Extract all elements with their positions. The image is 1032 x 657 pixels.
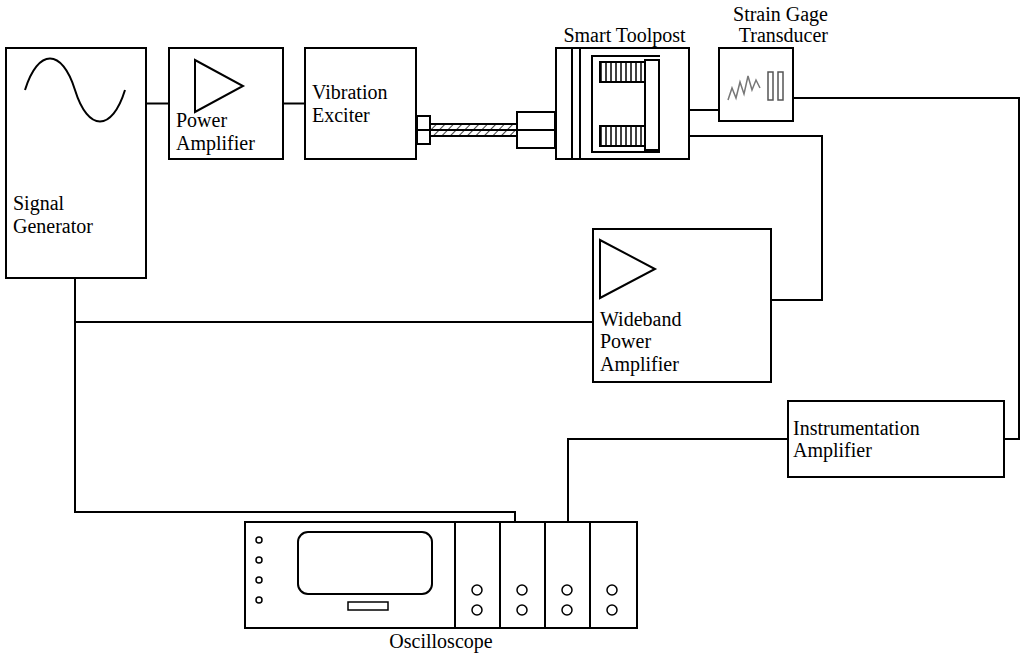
- amplifier-box: Instrumentation Amplifier: [787, 400, 1005, 478]
- knob: [256, 557, 262, 563]
- node-label: Vibration Exciter: [312, 81, 411, 126]
- signal-wire: [284, 103, 304, 105]
- module-knobs: [472, 585, 617, 615]
- amplifier-symbol: [195, 60, 243, 112]
- amplifier-symbol: [600, 240, 655, 298]
- oscilloscope: Oscilloscope: [245, 522, 637, 628]
- node-heading: Strain Gage Transducer: [710, 4, 828, 46]
- amplifier-box: Power Amplifier: [168, 47, 284, 160]
- signal-wire: [75, 279, 515, 522]
- node-heading: Smart Toolpost: [547, 25, 702, 46]
- tool-holder: [645, 60, 659, 150]
- module-divider: [589, 522, 591, 628]
- signal-wire: [147, 103, 168, 105]
- toolpost-bracket: [592, 56, 660, 152]
- signal-wire: [568, 439, 787, 522]
- piezo-stack: [600, 62, 645, 82]
- toolpost-plate: [579, 47, 581, 160]
- knob: [256, 537, 262, 543]
- module-divider: [499, 522, 501, 628]
- signal-wire: [75, 279, 592, 322]
- toolpost-box: Smart Toolpost: [555, 47, 690, 160]
- module-divider: [454, 522, 456, 628]
- strain-gage-symbol: [768, 72, 773, 100]
- knob: [256, 597, 262, 603]
- node-heading: Oscilloscope: [245, 631, 637, 652]
- generator-box: Signal Generator: [5, 47, 147, 279]
- knob: [256, 577, 262, 583]
- oscilloscope-body: [245, 522, 637, 628]
- amplifier-box: Wideband Power Amplifier: [592, 228, 772, 383]
- transducer-box: Strain Gage Transducer: [718, 47, 794, 122]
- strain-gage-symbol: [778, 72, 783, 100]
- signal-wire: [690, 109, 718, 111]
- signal-wire: [690, 136, 822, 300]
- toolpost-plate: [571, 47, 573, 160]
- node-label: Instrumentation Amplifier: [793, 417, 943, 462]
- strain-gage-symbol: [728, 76, 760, 100]
- piezo-stack: [600, 126, 645, 146]
- signal-wire: [794, 98, 1019, 439]
- signal-wire: [417, 129, 555, 131]
- scope-slot: [348, 602, 388, 610]
- node-label: Wideband Power Amplifier: [600, 308, 700, 375]
- sine-icon: [25, 59, 125, 122]
- exciter-box: Vibration Exciter: [304, 47, 417, 160]
- node-label: Signal Generator: [13, 192, 113, 237]
- module-divider: [544, 522, 546, 628]
- node-label: Power Amplifier: [176, 109, 278, 154]
- scope-screen: [298, 532, 432, 594]
